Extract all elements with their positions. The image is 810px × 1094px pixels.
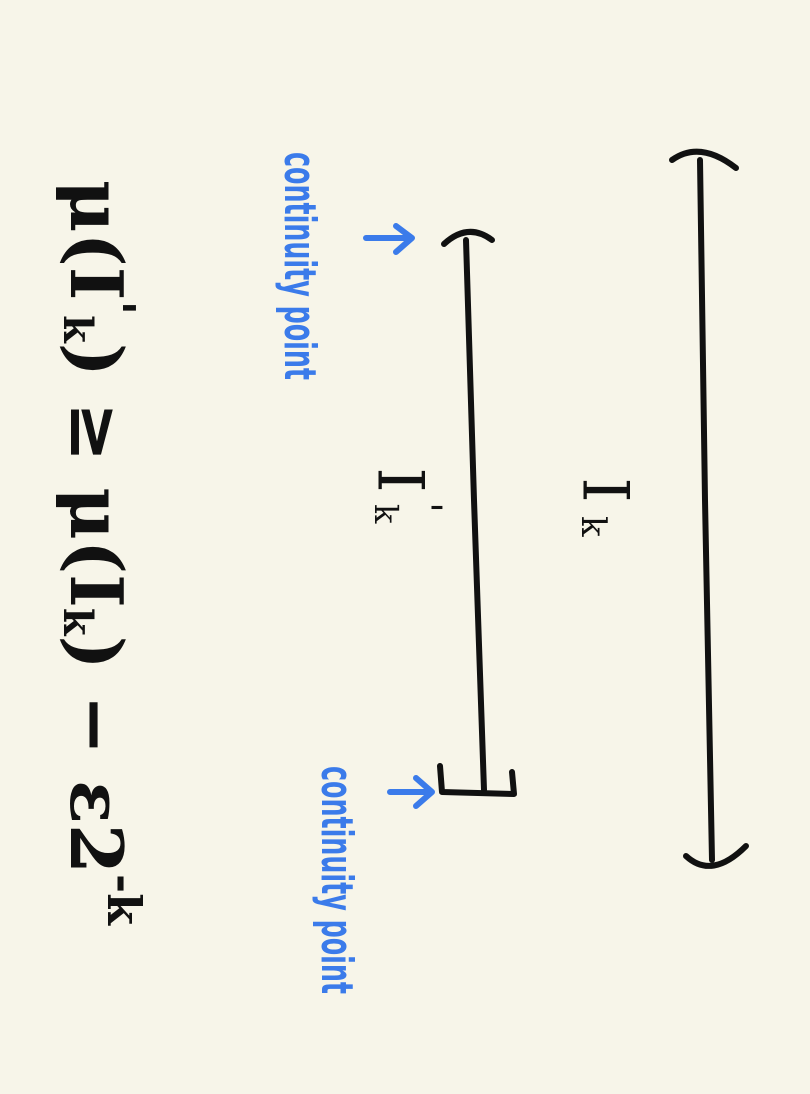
outer-interval-subscript: k	[573, 516, 613, 537]
equation-rhs-subscript: k	[54, 608, 101, 637]
outer-interval-bottom-bracket	[683, 843, 749, 869]
outer-interval-label: I k	[568, 477, 642, 537]
equation-relation: ) ≥ μ(I	[54, 343, 139, 608]
inner-interval-prime: '	[403, 502, 449, 513]
equation-exponent: -k	[97, 874, 151, 926]
svg-text:μ(I'k) ≥ μ(Ik) − ε2-k: μ(I'k) ≥ μ(Ik) − ε2-k	[54, 180, 151, 926]
top-note: continuity point	[274, 152, 325, 380]
outer-interval-letter: I	[568, 477, 642, 502]
top-annotation: continuity point	[274, 152, 415, 380]
bottom-arrow-icon	[387, 775, 435, 809]
inner-interval-bottom-bracket	[437, 763, 517, 797]
bottom-note: continuity point	[311, 766, 362, 994]
equation-rhs-tail: ) − ε2	[54, 636, 139, 874]
inner-interval-letter: I	[363, 467, 437, 492]
outer-interval-line	[697, 157, 715, 863]
outer-interval-top-bracket	[669, 148, 739, 171]
inner-interval-label: I ' k	[363, 467, 450, 524]
bottom-annotation: continuity point	[311, 766, 435, 994]
outer-interval	[669, 148, 749, 869]
inner-interval-line	[463, 237, 487, 793]
equation-lhs-subscript: k	[54, 315, 101, 344]
top-arrow-icon	[363, 223, 415, 255]
inequality: μ(I'k) ≥ μ(Ik) − ε2-k	[54, 180, 151, 926]
equation-lhs: μ(I	[54, 180, 139, 300]
inner-interval-top-bracket	[441, 229, 495, 247]
inner-interval	[437, 229, 517, 797]
equation-lhs-prime: '	[90, 300, 146, 315]
inner-interval-subscript: k	[367, 504, 405, 524]
